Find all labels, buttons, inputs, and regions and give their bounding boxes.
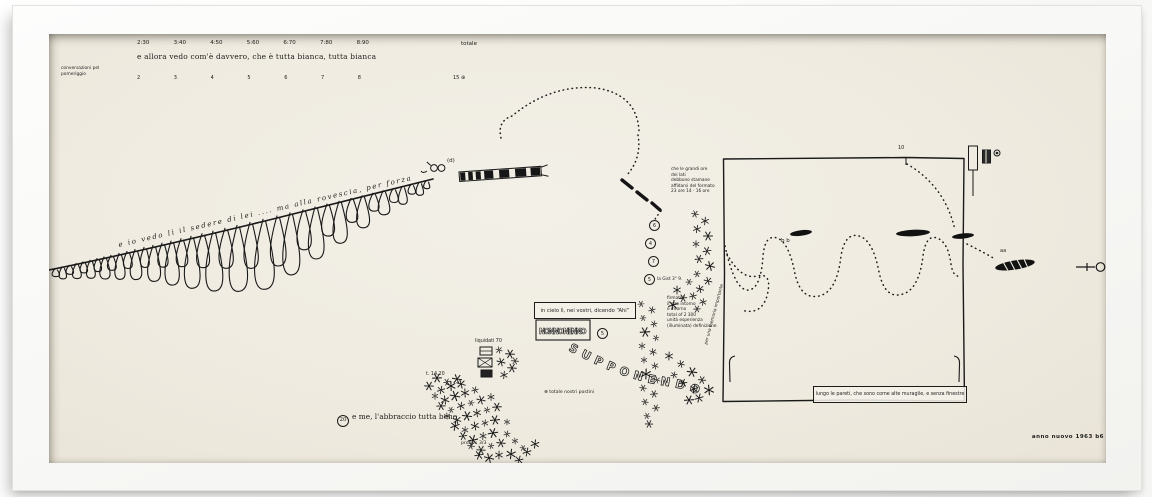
header-col: 2:30	[137, 40, 150, 46]
tick: 4	[210, 75, 214, 81]
black-lens-marks	[790, 229, 974, 239]
note-block-top: che le grandi ore dei lati debbono stama…	[671, 167, 715, 195]
note-line: debbono stamane	[671, 178, 710, 184]
header-sentence: e allora vedo com'è davvero, che è tutta…	[137, 52, 377, 61]
stacked-boxes-doodle	[477, 346, 493, 378]
note-line: (illuminata) definizione	[667, 323, 717, 329]
tick: 5	[247, 75, 251, 81]
d-label: (d)	[447, 158, 455, 164]
circled-note: la Gist 3° 9.	[657, 277, 683, 282]
tick: 3	[173, 75, 177, 81]
header-col: 8:90	[356, 40, 369, 46]
room-aa-label: aa	[1000, 248, 1007, 254]
picture-frame: e io vedo lì il sedere di lei .... ma al…	[12, 5, 1142, 491]
note-line: dei lati	[671, 172, 686, 178]
signature: anno nuovo 1963 b6	[1031, 434, 1104, 440]
totale-label: totale	[461, 41, 477, 47]
wall-text-box: lungo le pareti, che sono come alte mura…	[813, 386, 967, 403]
tick: 8	[357, 75, 361, 81]
tick: 7	[320, 75, 325, 81]
circled-number: 6	[649, 220, 660, 231]
sky-box: in cielo lì, nei vostri, dicendo “Ahi”	[534, 302, 636, 319]
striped-lens	[995, 259, 1035, 271]
margin-note: conversazioni pel pomeriggio	[61, 66, 99, 77]
nonno-label: NONNO NENNO	[535, 319, 591, 341]
note-line: firmato?	[667, 296, 685, 301]
clothesline-group	[49, 178, 434, 292]
note-line: total of 2 300	[667, 312, 696, 318]
note-line: affidarsi del formato	[671, 183, 715, 189]
artwork-drawing: e io vedo lì il sedere di lei .... ma al…	[49, 86, 1106, 463]
room-rectangle	[722, 156, 966, 403]
margin-note-line: conversazioni pel	[61, 66, 100, 71]
bold-dashes	[620, 178, 662, 212]
header-col: 4:50	[210, 40, 223, 46]
banner-poles	[968, 145, 1001, 196]
clothesline-text: e io vedo lì il sedere di lei .... ma al…	[118, 174, 412, 249]
dotted-room-curves	[724, 163, 996, 313]
room-bb-label: b b	[781, 238, 790, 244]
dotted-sky-path	[499, 86, 662, 222]
checkered-banner	[458, 164, 549, 183]
note-line: il giro intorno	[667, 301, 696, 307]
header-columns: 2:30 3:40 4:50 5:60 6:70 7:80 8:90	[137, 40, 369, 47]
header-col: 6:70	[283, 40, 296, 46]
header-col: 3:40	[173, 40, 186, 46]
pin-icon	[1076, 262, 1106, 272]
time-note: t. 14.20	[426, 372, 445, 377]
svg-text:NONNO NENNO: NONNO NENNO	[539, 327, 587, 336]
circled-five: 5	[597, 328, 608, 339]
note-line: 23 ore 14 · 16 ore	[671, 189, 710, 195]
header-ticks: 2 3 4 5 6 7 8	[137, 75, 361, 82]
ticks-right: 15 ⊕	[453, 75, 466, 81]
circled-twenty: 20	[337, 414, 349, 427]
header-col: 5:60	[246, 40, 260, 46]
header-col: 7:80	[319, 40, 333, 46]
artwork-paper: e io vedo lì il sedere di lei .... ma al…	[49, 34, 1106, 463]
tick: 6	[284, 75, 288, 81]
tick: 2	[137, 75, 141, 81]
room-ten-label: 10	[898, 145, 905, 151]
note-block-bottom: firmato? il giro intorno e intorno total…	[667, 296, 717, 329]
circled-number: 4	[645, 238, 656, 249]
glasses-icon	[420, 161, 446, 173]
liquid-note: liquidati 70	[475, 339, 502, 344]
margin-note-line: pomeriggio	[61, 71, 86, 77]
abbraccio-text: e me, l'abbraccio tutta bene	[352, 412, 458, 421]
postini-note: ⊕ totale nostri postini	[544, 390, 595, 395]
pronti-note: pronti : 3/3	[461, 441, 487, 446]
note-line: che le grandi ore	[671, 167, 708, 172]
note-line: unità esperienza	[667, 318, 703, 324]
circled-number: 7	[648, 256, 659, 267]
circled-number: 5	[644, 274, 655, 285]
note-line: e intorno	[667, 307, 687, 313]
flower-doodles	[423, 209, 717, 463]
